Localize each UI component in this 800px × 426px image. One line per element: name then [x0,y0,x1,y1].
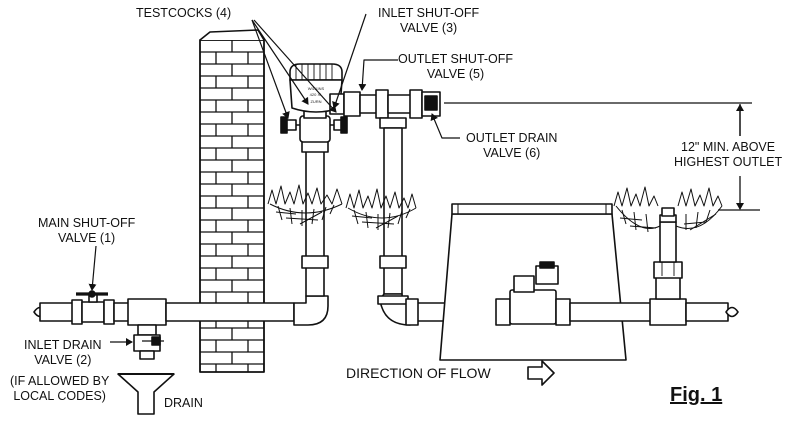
right-tee-riser [649,207,739,326]
device-marking-2: 420 XL [310,92,323,97]
label-outlet-shutoff: OUTLET SHUT-OFF VALVE (5) [398,52,514,81]
drain-funnel [117,373,175,415]
flow-arrow-icon [527,360,555,386]
label-local-codes: (IF ALLOWED BY LOCAL CODES) [10,374,110,403]
label-direction-of-flow: DIRECTION OF FLOW [346,365,491,381]
inlet-drain-valve [133,324,164,360]
outlet-piping [343,89,499,326]
control-valve [495,261,655,326]
device-marking-1: WILKINS [308,86,325,91]
inlet-riser [301,139,329,297]
label-inlet-shutoff: INLET SHUT-OFF VALVE (3) [378,6,480,35]
label-main-shutoff: MAIN SHUT-OFF VALVE (1) [38,216,136,245]
label-clearance: 12" MIN. ABOVE HIGHEST OUTLET [674,140,783,169]
device-markings: WILKINS 420 XL ZURN [308,86,325,104]
backflow-preventer [280,63,348,143]
leader-lines [88,13,460,346]
label-outlet-drain: OUTLET DRAIN VALVE (6) [466,131,558,160]
grass-ground [267,184,723,233]
label-testcocks: TESTCOCKS (4) [136,6,232,20]
device-marking-3: ZURN [310,99,321,104]
label-drain: DRAIN [164,396,203,410]
main-supply-pipe [33,290,329,326]
label-inlet-drain: INLET DRAIN VALVE (2) [24,338,102,367]
clearance-dimension [444,102,760,211]
figure-caption: Fig. 1 [670,384,723,406]
